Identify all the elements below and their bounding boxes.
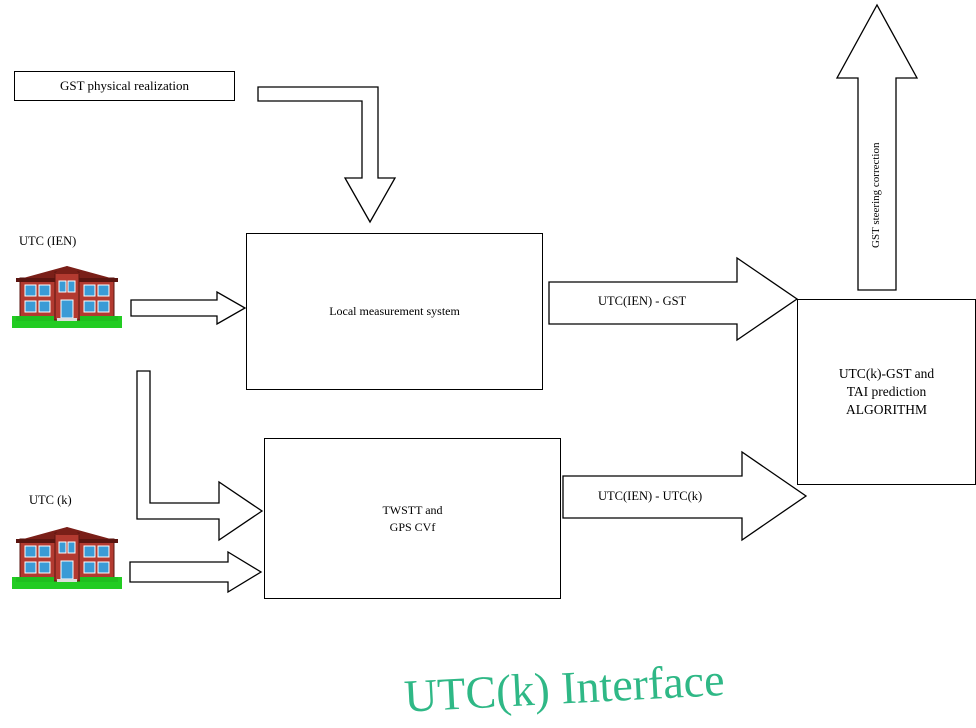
local-measurement-label: Local measurement system <box>329 304 460 319</box>
ien-to-twstt-arrow <box>136 370 264 542</box>
building-icon-k <box>11 526 123 590</box>
ien-k-arrow <box>562 450 808 542</box>
local-measurement-box: Local measurement system <box>246 233 543 390</box>
ien-to-local-arrow <box>130 290 247 326</box>
building-icon-ien <box>11 265 123 329</box>
steering-up-arrow <box>835 3 919 291</box>
gst-elbow-arrow <box>257 86 397 224</box>
twstt-line1: TWSTT and <box>382 503 443 518</box>
algorithm-line2: TAI prediction <box>846 383 927 399</box>
algorithm-line3: ALGORITHM <box>846 402 927 418</box>
utc-k-label: UTC (k) <box>29 493 72 507</box>
algorithm-line1: UTC(k)-GST and <box>838 365 935 381</box>
twstt-box: TWSTT and GPS CVf <box>264 438 561 599</box>
title-svg: UTC(k) Interface <box>403 654 726 718</box>
ien-gst-arrow-label: UTC(IEN) - GST <box>598 294 687 308</box>
page-title: UTC(k) Interface <box>403 654 726 718</box>
algorithm-box: UTC(k)-GST and TAI prediction ALGORITHM <box>797 299 976 485</box>
steering-label: GST steering correction <box>870 142 882 249</box>
gst-realization-label: GST physical realization <box>59 78 189 94</box>
k-to-twstt-arrow <box>129 550 263 594</box>
ien-gst-arrow <box>548 256 799 342</box>
utc-ien-label: UTC (IEN) <box>19 234 77 248</box>
twstt-line2: GPS CVf <box>389 519 436 534</box>
gst-realization-box: GST physical realization <box>14 71 235 101</box>
ien-k-arrow-label: UTC(IEN) - UTC(k) <box>598 489 703 503</box>
